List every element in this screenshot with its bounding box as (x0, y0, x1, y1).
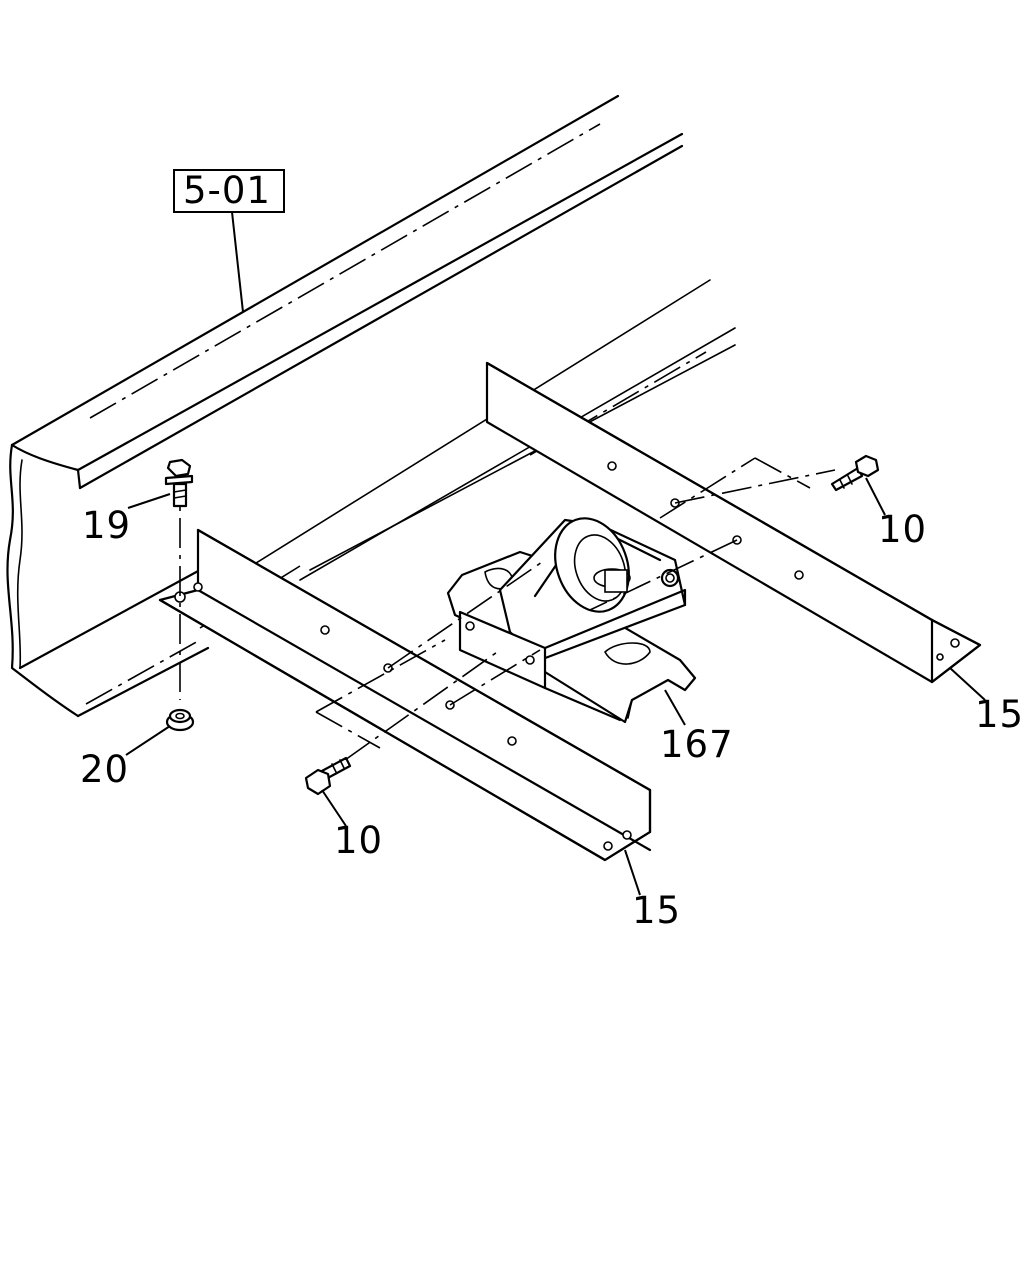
flange-bolt-10-right (830, 454, 880, 492)
assembly-centerlines (179, 457, 836, 761)
flange-bolt-19 (164, 458, 194, 508)
callout-leaders (125, 477, 986, 896)
callout-19: 19 (82, 504, 131, 547)
frame-side-member (6, 94, 684, 718)
callout-10-front: 10 (334, 819, 383, 862)
callout-20: 20 (80, 748, 129, 791)
callout-15-front: 15 (632, 889, 681, 932)
spare-tire-carrier (446, 517, 697, 724)
callout-15-right: 15 (975, 693, 1024, 736)
reference-box: 5-01 (173, 169, 285, 313)
callout-10-right: 10 (878, 508, 927, 551)
angle-bracket-front (158, 528, 652, 862)
flange-nut-20 (165, 708, 195, 732)
angle-bracket-right (485, 361, 982, 684)
flange-bolt-10-front (304, 756, 352, 796)
reference-box-label: 5-01 (183, 169, 271, 212)
callout-167: 167 (660, 723, 734, 766)
